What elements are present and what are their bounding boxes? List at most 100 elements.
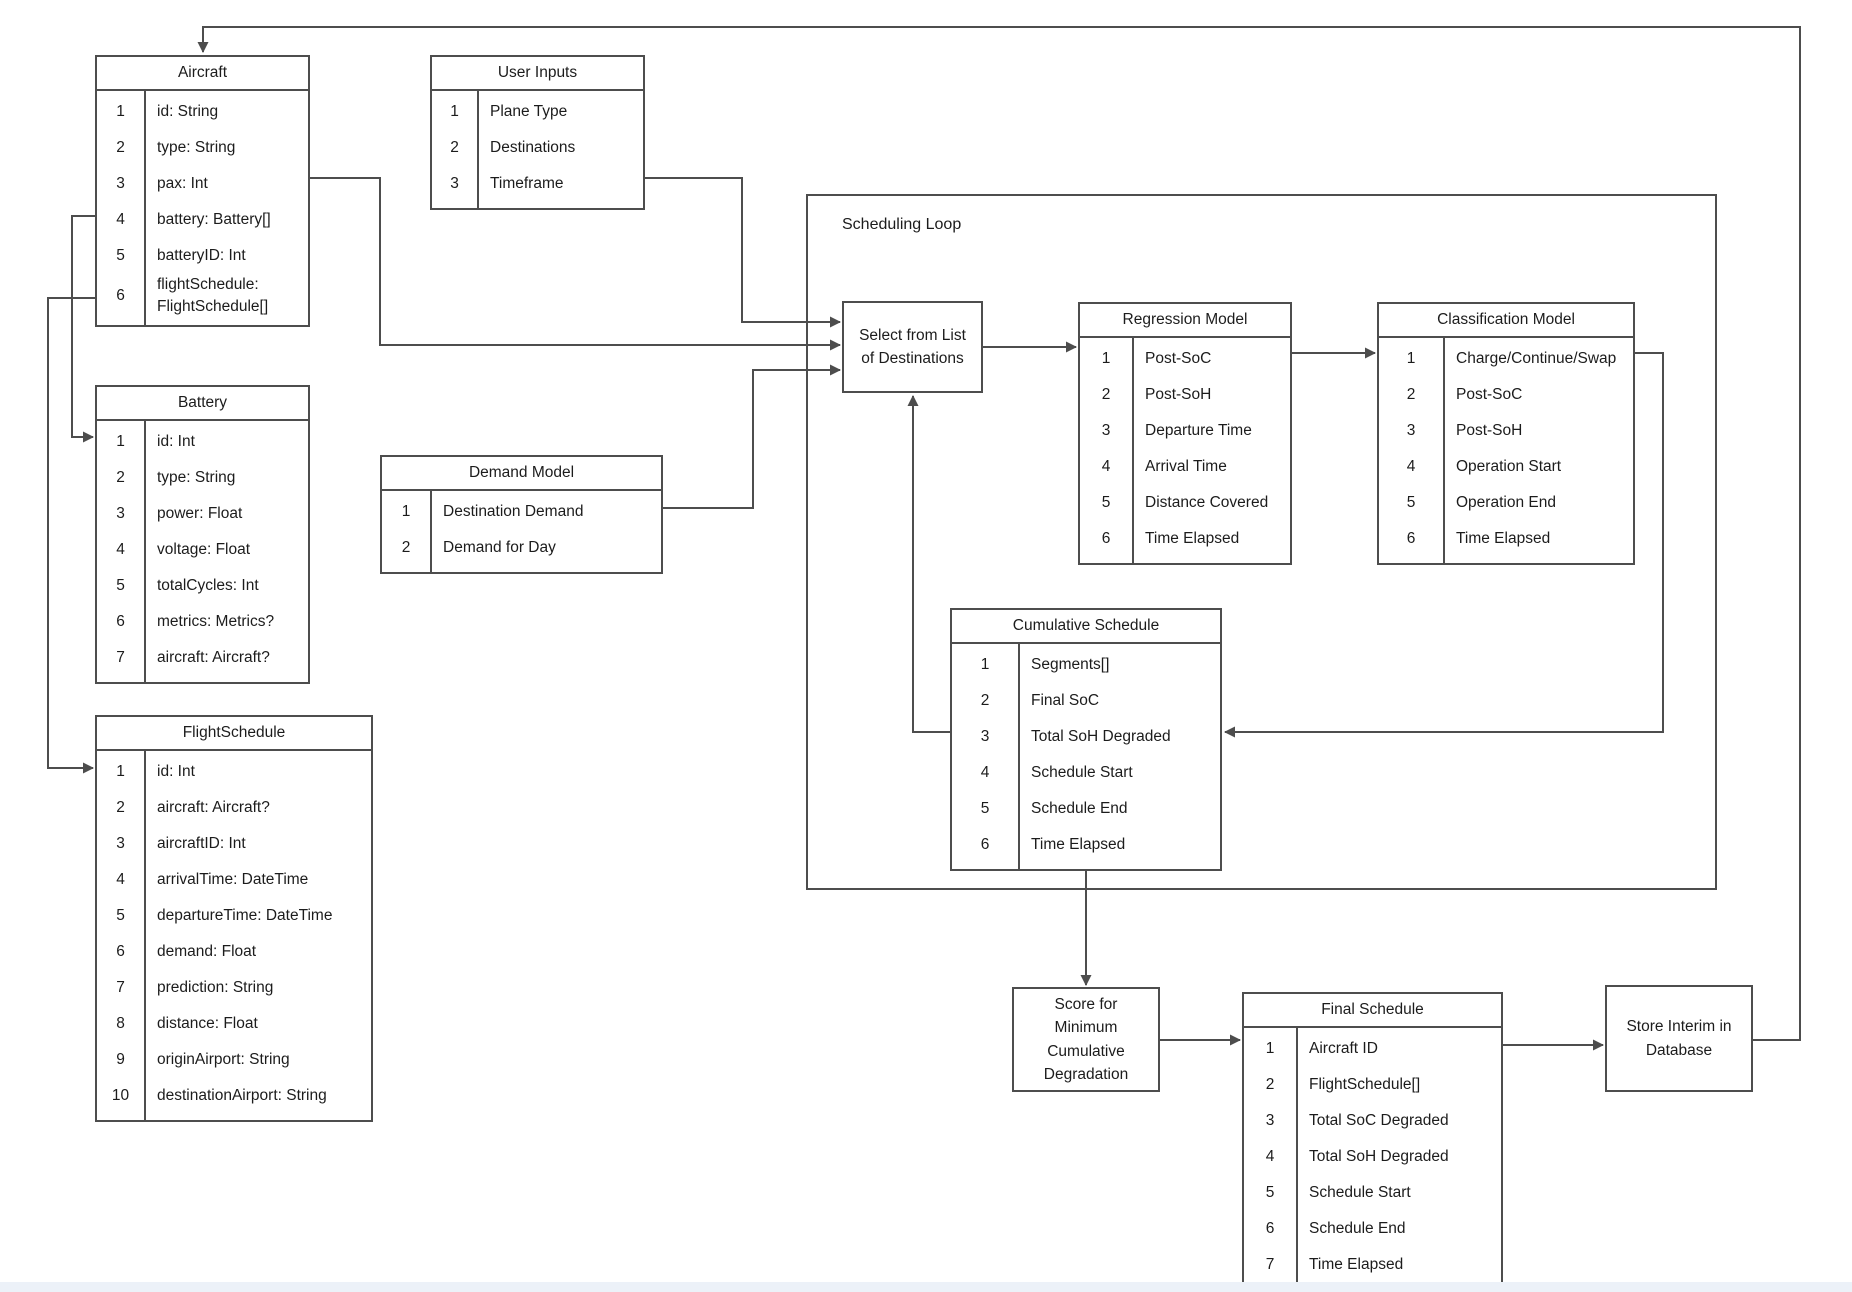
- row-label: type: String: [157, 138, 236, 156]
- row-number: 5: [980, 800, 990, 817]
- row-label: Segments[]: [1031, 655, 1110, 673]
- entity-row: 1 Segments[]: [952, 647, 1220, 683]
- row-label: Schedule Start: [1309, 1183, 1411, 1201]
- row-label: aircraft: Aircraft?: [157, 798, 270, 816]
- row-label: Time Elapsed: [1309, 1255, 1404, 1273]
- row-number: 2: [450, 139, 459, 156]
- entity-row: 5 Schedule End: [952, 791, 1220, 827]
- row-label: demand: Float: [157, 942, 257, 960]
- row-number: 3: [1101, 422, 1111, 439]
- entity-title: Battery: [97, 387, 308, 421]
- row-number: 2: [1265, 1076, 1275, 1093]
- row-label: aircraft: Aircraft?: [157, 648, 270, 666]
- row-number: 2: [116, 139, 125, 156]
- row-label: totalCycles: Int: [157, 576, 259, 594]
- row-label: Destination Demand: [443, 502, 584, 520]
- row-label: flightSchedule: FlightSchedule[]: [157, 276, 269, 316]
- row-label: Destinations: [490, 138, 576, 156]
- row-label: originAirport: String: [157, 1050, 290, 1068]
- row-label: Total SoH Degraded: [1309, 1147, 1449, 1165]
- entity-row: 2 Destinations: [432, 130, 643, 166]
- row-number: 3: [116, 175, 125, 192]
- row-label: aircraftID: Int: [157, 834, 246, 852]
- score-minimum-degradation-box[interactable]: Score for Minimum Cumulative Degradation: [1012, 987, 1160, 1092]
- entity-row: 2 type: String: [97, 130, 308, 166]
- row-label: Distance Covered: [1145, 493, 1269, 511]
- row-number: 6: [116, 613, 125, 630]
- row-number: 6: [1265, 1220, 1275, 1237]
- row-number: 6: [1406, 530, 1416, 547]
- row-label: Demand for Day: [443, 538, 556, 556]
- row-number: 4: [1265, 1148, 1275, 1165]
- row-number: 7: [116, 979, 125, 996]
- row-label: Final SoC: [1031, 691, 1100, 709]
- row-number: 6: [116, 287, 125, 305]
- row-label: departureTime: DateTime: [157, 906, 333, 924]
- column-divider: [430, 491, 432, 572]
- store-interim-database-box[interactable]: Store Interim in Database: [1605, 985, 1753, 1092]
- row-label: Total SoH Degraded: [1031, 727, 1171, 745]
- row-label: Schedule End: [1031, 799, 1128, 817]
- row-label: distance: Float: [157, 1014, 258, 1032]
- row-number: 6: [1101, 530, 1111, 547]
- column-divider: [144, 751, 146, 1120]
- row-number: 3: [116, 505, 125, 522]
- column-divider: [477, 91, 479, 208]
- row-label: Time Elapsed: [1031, 835, 1126, 853]
- row-number: 2: [116, 469, 125, 486]
- row-number: 5: [1265, 1184, 1275, 1201]
- select-destinations-box[interactable]: Select from List of Destinations: [842, 301, 983, 393]
- row-number: 4: [116, 871, 125, 888]
- row-number: 1: [1265, 1040, 1275, 1057]
- row-number: 2: [1406, 386, 1416, 403]
- entity-row: 4 Total SoH Degraded: [1244, 1139, 1501, 1175]
- row-label: Plane Type: [490, 102, 568, 120]
- row-number: 4: [116, 541, 125, 558]
- row-number: 1: [980, 656, 990, 673]
- row-label: FlightSchedule[]: [1309, 1075, 1421, 1093]
